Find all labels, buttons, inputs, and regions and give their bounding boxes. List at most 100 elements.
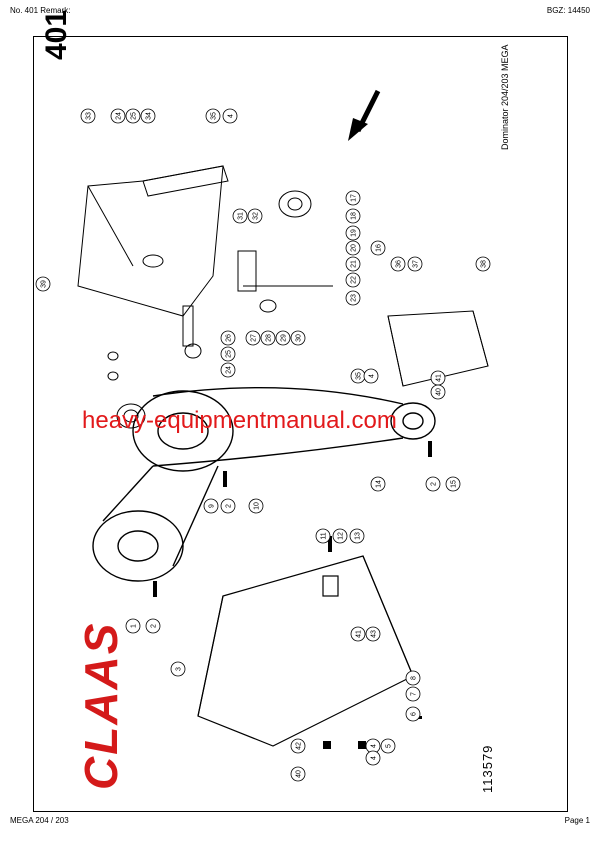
- callout-circle: [35, 276, 51, 292]
- callout-circle: [345, 290, 361, 306]
- callout-circle: [390, 256, 406, 272]
- callout-circle: [363, 368, 379, 384]
- callout-circle: [350, 626, 366, 642]
- callout-circle: [345, 225, 361, 241]
- callout-number: 17: [351, 194, 358, 202]
- callout-number: 31: [238, 212, 245, 220]
- callout-number: 41: [436, 374, 443, 382]
- callout-circle: [290, 330, 306, 346]
- callout-number: 12: [338, 532, 345, 540]
- callout-number: 4: [371, 744, 378, 748]
- fasteners: [153, 441, 432, 749]
- callout-circle: [125, 108, 141, 124]
- belt-guard-right: [387, 310, 489, 387]
- callout-number: 28: [266, 334, 273, 342]
- callout-circle: [80, 108, 96, 124]
- callout-number: 6: [411, 712, 418, 716]
- watermark-link[interactable]: heavy-equipmentmanual.com: [82, 407, 397, 434]
- tension-arm: [237, 190, 333, 313]
- callout-circle: [405, 686, 421, 702]
- callout-circle: [125, 618, 141, 634]
- callout-circle: [345, 256, 361, 272]
- direction-arrow-icon: [348, 89, 381, 141]
- callout-circle: [220, 362, 236, 378]
- callout-circle: [110, 108, 126, 124]
- callout-circle: [222, 108, 238, 124]
- callout-circle: [245, 330, 261, 346]
- callout-circle: [290, 766, 306, 782]
- callout-circle: [205, 108, 221, 124]
- callout-circle: [260, 330, 276, 346]
- callout-circle: [475, 256, 491, 272]
- callout-circle: [349, 528, 365, 544]
- callout-circle: [380, 738, 396, 754]
- callout-number: 15: [451, 480, 458, 488]
- callout-number: 38: [481, 260, 488, 268]
- callout-circle: [370, 476, 386, 492]
- callout-circle: [445, 476, 461, 492]
- callout-number: 4: [369, 374, 376, 378]
- callout-number: 43: [371, 630, 378, 638]
- callout-number: 35: [356, 372, 363, 380]
- callout-circle: [405, 670, 421, 686]
- callout-number: 8: [411, 676, 418, 680]
- drawing-frame: [33, 36, 568, 812]
- callout-number: 30: [296, 334, 303, 342]
- callout-number: 9: [209, 504, 216, 508]
- callout-number: 27: [251, 334, 258, 342]
- callout-number: 24: [226, 366, 233, 374]
- housing-assembly: [77, 165, 229, 347]
- callout-number: 2: [431, 482, 438, 486]
- callout-circle: [425, 476, 441, 492]
- callout-circle: [345, 272, 361, 288]
- callout-number: 10: [254, 502, 261, 510]
- callout-number: 19: [351, 229, 358, 237]
- callout-number: 20: [351, 244, 358, 252]
- callout-number: 36: [396, 260, 403, 268]
- callout-number: 18: [351, 212, 358, 220]
- callout-number: 29: [281, 334, 288, 342]
- callout-number: 39: [41, 280, 48, 288]
- callout-circle: [407, 256, 423, 272]
- callout-number: 40: [296, 770, 303, 778]
- lower-cover: [197, 555, 414, 747]
- drawing-number: 113579: [480, 744, 495, 793]
- callout-circle: [345, 240, 361, 256]
- callout-circle: [220, 346, 236, 362]
- callout-number: 5: [386, 744, 393, 748]
- callout-number: 4: [228, 114, 235, 118]
- callout-number: 7: [411, 692, 418, 696]
- callout-number: 14: [376, 480, 383, 488]
- footer-model: MEGA 204 / 203: [10, 816, 69, 825]
- callout-number: 41: [356, 630, 363, 638]
- callout-circle: [345, 208, 361, 224]
- callout-number: 22: [351, 276, 358, 284]
- callout-circle: [315, 528, 331, 544]
- callout-number: 26: [226, 334, 233, 342]
- callout-circle: [365, 626, 381, 642]
- callout-number: 23: [351, 294, 358, 302]
- callout-number: 25: [131, 112, 138, 120]
- callout-circle: [345, 190, 361, 206]
- callout-number: 11: [321, 532, 328, 539]
- callout-circle: [232, 208, 248, 224]
- drive-belt: [92, 386, 436, 582]
- model-designation: Dominator 204/203 MEGA: [500, 44, 510, 150]
- callout-number: 16: [376, 244, 383, 252]
- callout-circle: [430, 384, 446, 400]
- callout-circle: [145, 618, 161, 634]
- bearing-stack: [107, 343, 202, 429]
- callout-number: 2: [226, 504, 233, 508]
- callout-number: 37: [413, 260, 420, 268]
- callout-circle: [405, 706, 421, 722]
- claas-logo: CLAAS: [75, 621, 127, 790]
- callout-number: 40: [436, 388, 443, 396]
- callout-circle: [220, 330, 236, 346]
- callout-number: 25: [226, 350, 233, 358]
- callout-circle: [248, 498, 264, 514]
- callout-number: 32: [253, 212, 260, 220]
- callout-circle: [170, 661, 186, 677]
- callout-circle: [365, 750, 381, 766]
